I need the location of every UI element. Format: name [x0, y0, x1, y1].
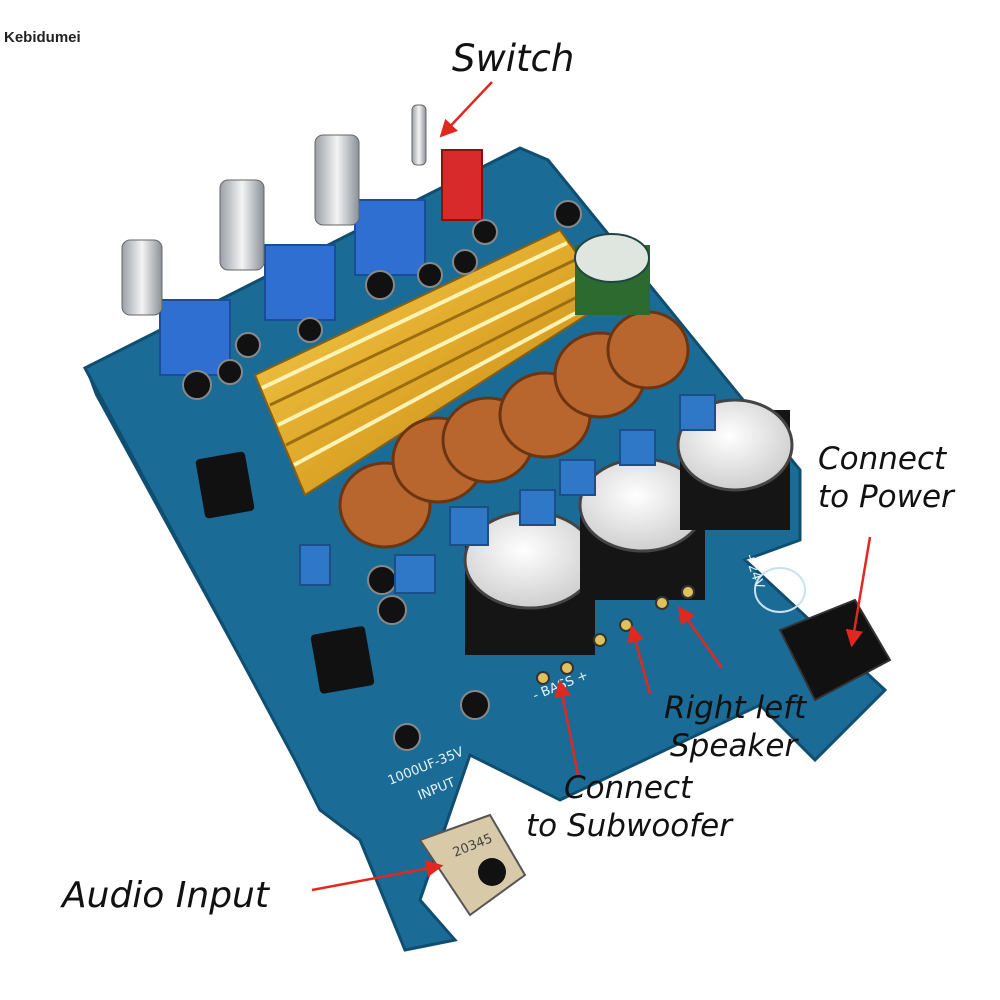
capacitor-large-2 — [578, 457, 706, 600]
switch-label: Switch — [452, 37, 575, 80]
power-label-line1: Connect — [818, 441, 947, 477]
heatsink — [253, 228, 612, 497]
potentiometer-treble — [219, 179, 336, 321]
audio-input-label: Audio Input — [62, 875, 269, 916]
power-jack — [754, 567, 892, 702]
subwoofer-label-line1: Connect — [564, 770, 693, 806]
speaker-terminals — [536, 585, 695, 685]
audio-input-arrow — [311, 859, 444, 892]
power-label-line2: to Power — [818, 478, 954, 515]
subwoofer-label-line2: to Subwoofer — [526, 807, 732, 844]
power-arrow — [845, 536, 872, 648]
speaker-label-line2: Speaker — [670, 727, 798, 764]
potentiometer-volume — [314, 134, 426, 276]
audio-input-jack — [418, 813, 527, 917]
speaker-label: Right left Speaker — [664, 690, 806, 766]
subwoofer-arrow — [554, 679, 580, 776]
speaker-label-line1: Right left — [664, 690, 807, 726]
callout-arrows — [311, 81, 872, 892]
speaker-arrow-1 — [627, 624, 652, 695]
toroidal-coils — [338, 310, 690, 549]
speaker-arrow-2 — [677, 606, 724, 669]
box-capacitors — [299, 394, 716, 594]
brand-watermark: Kebidumei — [4, 29, 81, 46]
op-amp-chip-2 — [310, 626, 375, 694]
switch-arrow — [439, 81, 493, 138]
power-switch — [411, 104, 483, 221]
capacitor-large-1 — [463, 510, 597, 655]
small-capacitors — [182, 200, 582, 751]
potentiometer-bass — [121, 239, 231, 376]
capacitor-green — [574, 233, 650, 315]
subwoofer-label: Connect to Subwoofer — [526, 770, 732, 846]
op-amp-chip-1 — [195, 451, 255, 519]
power-label: Connect to Power — [818, 441, 954, 517]
